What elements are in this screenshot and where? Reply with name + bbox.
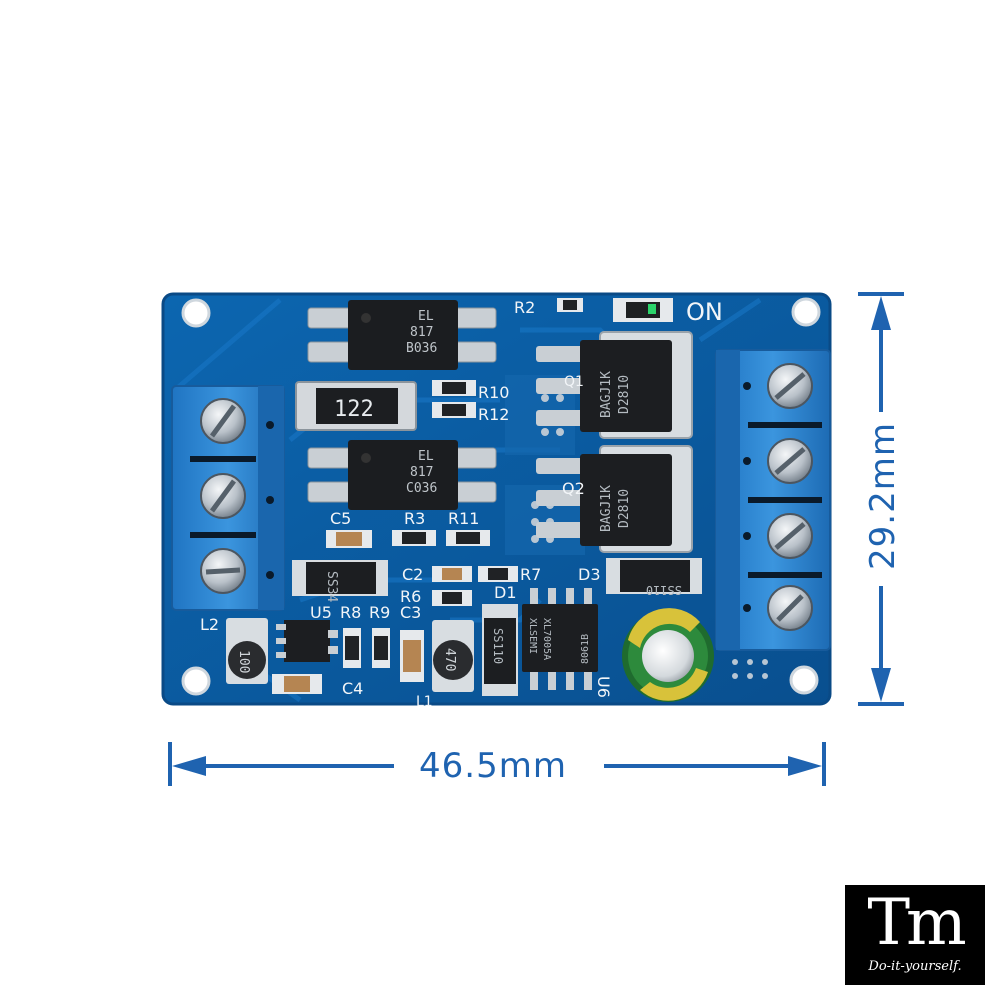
inductor-l1: 470 (432, 620, 474, 692)
width-dimension-label: 46.5mm (419, 746, 567, 786)
label-on: ON (686, 298, 723, 326)
inductor-l1-marking: 470 (442, 648, 457, 671)
label-q2: Q2 (562, 479, 585, 498)
optocoupler-bottom-marking: EL (418, 449, 434, 464)
screw (767, 363, 813, 409)
optocoupler-top: EL 817 B036 (307, 300, 497, 370)
power-resistor: 122 (295, 381, 417, 431)
label-r6: R6 (400, 587, 421, 606)
label-c4: C4 (342, 679, 363, 698)
regulator-u6-marking: XLSEMI (527, 618, 538, 654)
mosfet-q2: D2810 BAGJ1K (536, 445, 693, 553)
label-l2: L2 (200, 615, 219, 634)
screw (767, 585, 813, 631)
regulator-u6-marking: XL7005A (541, 618, 552, 660)
diode-ss34-marking: SS34 (324, 571, 339, 602)
left-terminal-block (171, 385, 285, 611)
label-c2: C2 (402, 565, 423, 584)
width-dimension (168, 742, 826, 786)
silkscreen-labels: R2 ON R10 R12 Q1 Q2 C5 R3 R11 C2 R7 D3 R… (200, 298, 723, 710)
mosfet-q2-marking: BAGJ1K (599, 485, 614, 532)
inductor-l2-marking: 100 (236, 650, 251, 673)
diode-d1: SS110 (482, 604, 518, 696)
diode-d1-marking: SS110 (491, 628, 505, 664)
optocoupler-top-marking: 817 (410, 325, 433, 340)
label-r2: R2 (514, 298, 535, 317)
mosfet-q1-marking: BAGJ1K (599, 371, 614, 418)
logo-mark: Tm (867, 886, 966, 960)
label-c3: C3 (400, 603, 421, 622)
mosfet-q2-marking: D2810 (617, 489, 632, 528)
mosfet-q1-marking: D2810 (617, 375, 632, 414)
mounting-holes (181, 297, 821, 696)
height-dimension-label: 29.2mm (863, 422, 903, 570)
regulator-u6-marking: 8061B (580, 634, 591, 664)
label-r3: R3 (404, 509, 425, 528)
optocoupler-bottom-marking: C036 (406, 481, 437, 496)
label-r12: R12 (478, 405, 509, 424)
diode-d3-marking: SS110 (646, 583, 682, 597)
ic-u5 (276, 620, 338, 662)
inductor-l2: 100 (226, 618, 268, 684)
height-dimension (858, 292, 904, 706)
label-q1: Q1 (564, 374, 584, 390)
diode-ss34: SS34 (292, 560, 388, 602)
label-r11: R11 (448, 509, 479, 528)
label-r8: R8 (340, 603, 361, 622)
label-d1: D1 (494, 583, 517, 602)
optocoupler-bottom-marking: 817 (410, 465, 433, 480)
label-r9: R9 (369, 603, 390, 622)
right-terminal-block (715, 349, 831, 651)
label-c5: C5 (330, 509, 351, 528)
brand-logo: Tm Do-it-yourself. (845, 885, 985, 985)
screw (200, 473, 246, 519)
screw (767, 438, 813, 484)
screw (767, 513, 813, 559)
label-d3: D3 (578, 565, 601, 584)
power-resistor-marking: 122 (334, 397, 374, 422)
label-l1: L1 (416, 694, 433, 710)
optocoupler-top-marking: B036 (406, 341, 437, 356)
electrolytic-capacitor (622, 608, 714, 702)
label-r10: R10 (478, 383, 509, 402)
label-r7: R7 (520, 565, 541, 584)
logo-tagline: Do-it-yourself. (868, 959, 962, 974)
regulator-u6: XLSEMI XL7005A 8061B (522, 588, 598, 690)
smd-components (272, 298, 673, 694)
screw (200, 548, 246, 594)
screw (200, 398, 246, 444)
label-u6: U6 (594, 676, 613, 698)
optocoupler-bottom: EL 817 C036 (307, 440, 497, 510)
diode-d3: SS110 (606, 558, 702, 597)
optocoupler-top-marking: EL (418, 309, 434, 324)
label-u5: U5 (310, 603, 332, 622)
mosfet-q1: D2810 BAGJ1K (536, 331, 693, 439)
